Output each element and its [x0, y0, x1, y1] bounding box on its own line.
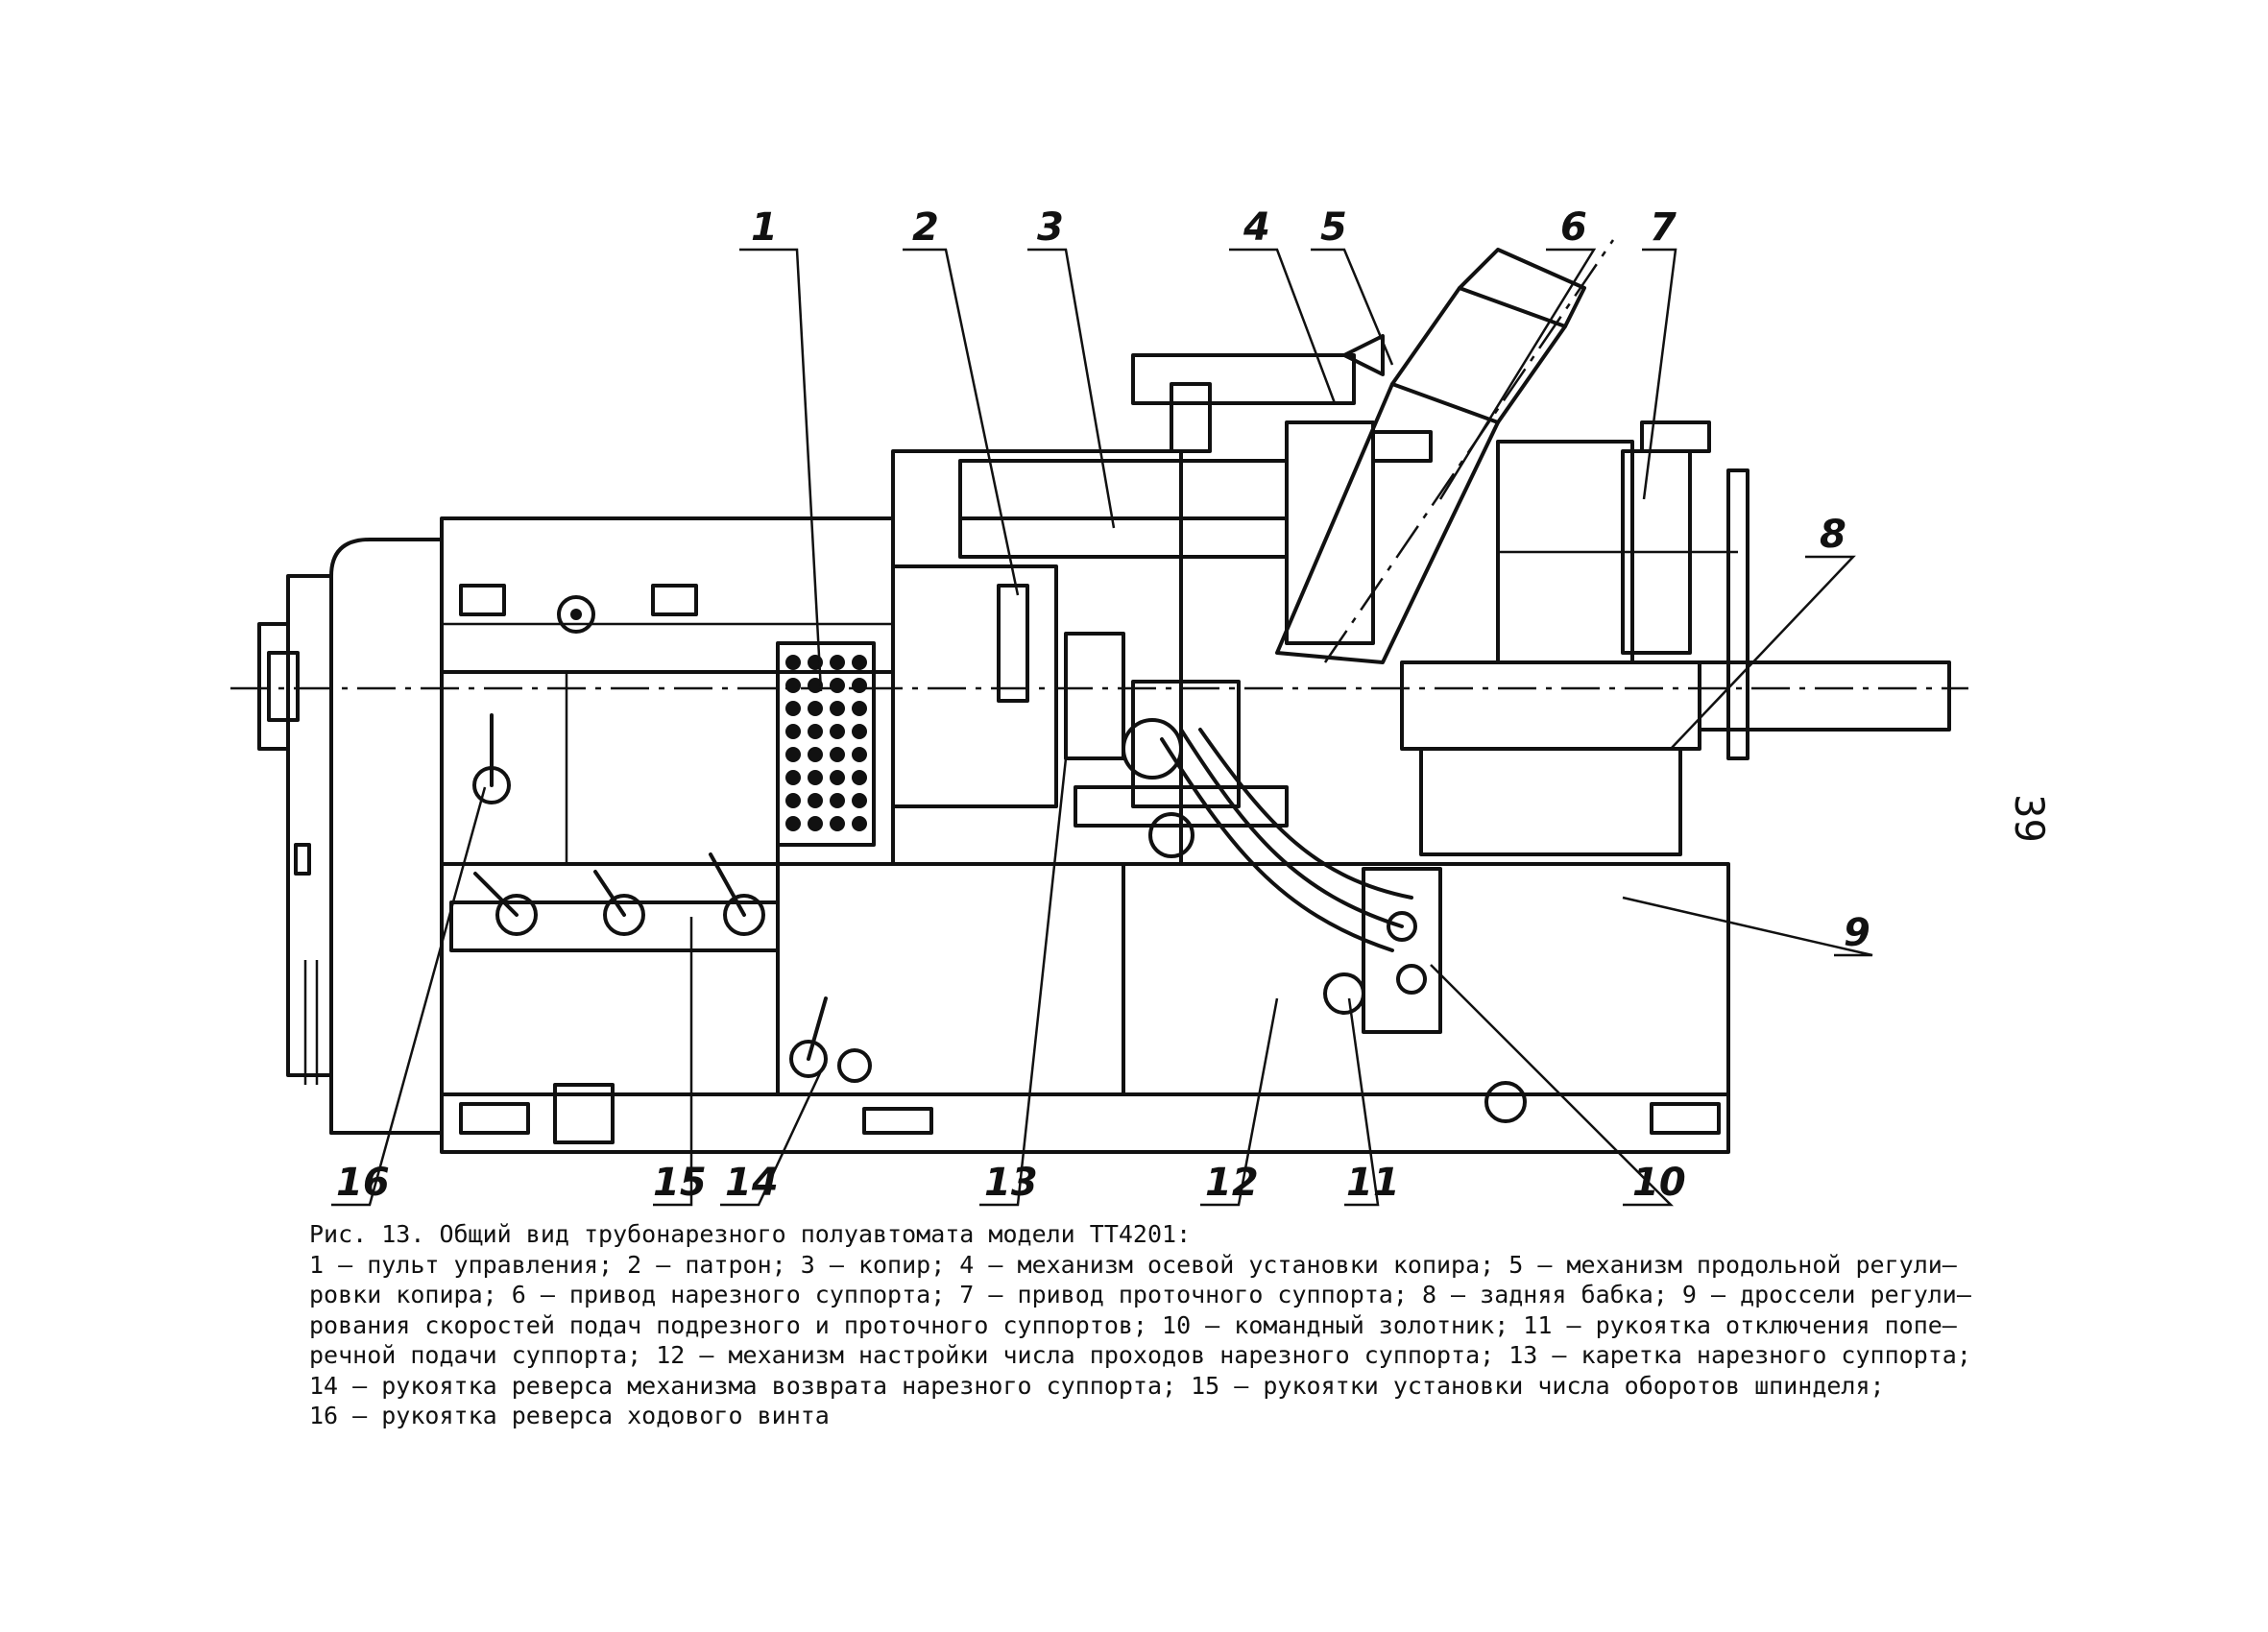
callout-labels: 1 2 3 4 5 6 7 8 9 10 11 12 13 14 15 16 — [336, 205, 1870, 1205]
base-feet — [459, 1081, 1721, 1144]
panel-button — [830, 655, 845, 670]
callout-14: 14 — [725, 1161, 779, 1205]
panel-button — [852, 655, 867, 670]
tailstock — [1400, 468, 1951, 856]
callout-16: 16 — [336, 1161, 390, 1205]
panel-button — [852, 793, 867, 808]
caption-line: 16 – рукоятка реверса ходового винта — [309, 1402, 830, 1429]
callout-12: 12 — [1205, 1161, 1259, 1205]
panel-button — [852, 724, 867, 739]
callout-15: 15 — [653, 1161, 707, 1205]
panel-button — [830, 701, 845, 716]
panel-button — [808, 678, 823, 693]
panel-button — [808, 816, 823, 831]
callout-8: 8 — [1820, 513, 1846, 557]
panel-button — [785, 678, 801, 693]
panel-button — [852, 747, 867, 762]
panel-button — [852, 678, 867, 693]
panel-button — [852, 816, 867, 831]
control-panel — [776, 641, 876, 847]
callout-11: 11 — [1346, 1161, 1400, 1205]
copier-assembly — [958, 334, 1433, 645]
callout-4: 4 — [1243, 205, 1270, 250]
panel-button — [808, 724, 823, 739]
panel-button — [785, 770, 801, 785]
caption-line: рования скоростей подач подрезного и про… — [309, 1310, 1957, 1339]
panel-button — [785, 655, 801, 670]
panel-button — [808, 701, 823, 716]
panel-button — [830, 678, 845, 693]
callout-9: 9 — [1844, 911, 1870, 955]
panel-button — [808, 747, 823, 762]
hose-linkage — [1160, 728, 1442, 1034]
caption-line: речной подачи суппорта; 12 – механизм на… — [309, 1341, 1971, 1369]
figure-caption: Рис. 13. Общий вид трубонарезного полуав… — [309, 1219, 1971, 1431]
panel-button — [852, 770, 867, 785]
callout-6: 6 — [1560, 205, 1587, 250]
panel-button — [852, 701, 867, 716]
callout-10: 10 — [1632, 1161, 1686, 1205]
callout-13: 13 — [984, 1161, 1038, 1205]
speed-handles — [449, 713, 872, 1083]
panel-button — [808, 793, 823, 808]
panel-button — [785, 724, 801, 739]
caption-line: ровки копира; 6 – привод нарезного суппо… — [309, 1281, 1971, 1308]
callout-7: 7 — [1650, 205, 1677, 250]
callout-1: 1 — [751, 205, 778, 250]
caption-title: Рис. 13. Общий вид трубонарезного полуав… — [309, 1220, 1192, 1248]
panel-button — [785, 793, 801, 808]
caption-line: 1 – пульт управления; 2 – патрон; 3 – ко… — [309, 1250, 1957, 1279]
panel-button — [830, 724, 845, 739]
panel-button — [830, 747, 845, 762]
panel-button — [830, 770, 845, 785]
panel-button — [808, 770, 823, 785]
panel-button — [785, 747, 801, 762]
caption-line: 14 – рукоятка реверса механизма возврата… — [309, 1371, 1885, 1400]
chuck — [891, 564, 1289, 858]
page-number: 39 — [2005, 794, 2053, 843]
callout-2: 2 — [912, 205, 939, 250]
panel-button — [785, 816, 801, 831]
panel-button — [785, 701, 801, 716]
panel-button — [830, 816, 845, 831]
callout-5: 5 — [1320, 205, 1347, 250]
callout-3: 3 — [1037, 205, 1064, 250]
leader-lines — [331, 248, 1873, 1207]
panel-button — [830, 793, 845, 808]
